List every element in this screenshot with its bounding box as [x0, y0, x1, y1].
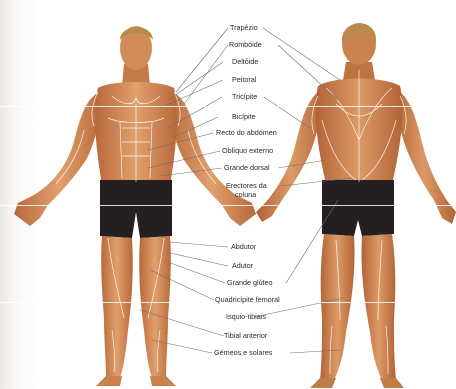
back-right-leg	[361, 234, 396, 380]
label-gemeos-soleares: Gémeos e solares	[214, 349, 272, 357]
front-right-leg	[139, 236, 171, 378]
label-quadricipite: Quadricípite femoral	[215, 296, 280, 304]
front-left-leg	[101, 236, 133, 378]
label-erectores-line1: Erectores da	[226, 182, 267, 190]
label-tibial-anterior: Tibial anterior	[224, 332, 267, 340]
label-bicipite: Bicípite	[232, 113, 256, 121]
scan-line	[0, 106, 456, 107]
back-right-foot	[380, 378, 404, 388]
back-left-arm	[256, 92, 326, 222]
label-peitoral: Peitoral	[232, 76, 256, 84]
front-figure	[14, 26, 256, 386]
label-grande-dorsal: Grande dorsal	[224, 164, 270, 172]
front-left-foot	[96, 376, 122, 386]
label-obliquo-externo: Oblíquo externo	[222, 147, 273, 155]
label-deltoide: Deltóide	[232, 58, 258, 66]
label-recto-abdomen: Recto do abdómen	[216, 129, 277, 137]
label-isquio-tibiais: Isquio-tibiais	[226, 313, 266, 321]
label-erectores-line2: coluna	[235, 191, 256, 199]
front-right-foot	[150, 376, 176, 386]
back-left-foot	[310, 378, 336, 388]
label-grande-gluteo: Grande glúteo	[227, 279, 273, 287]
label-adutor: Adutor	[232, 262, 253, 270]
label-romboide: Rombóide	[229, 41, 262, 49]
label-tricipite: Tricípite	[232, 93, 257, 101]
label-abdutor: Abdutor	[231, 243, 256, 251]
front-left-arm	[14, 94, 104, 226]
label-trapezio: Trapézio	[230, 24, 258, 32]
scan-line	[0, 205, 456, 206]
front-shorts	[100, 180, 172, 238]
